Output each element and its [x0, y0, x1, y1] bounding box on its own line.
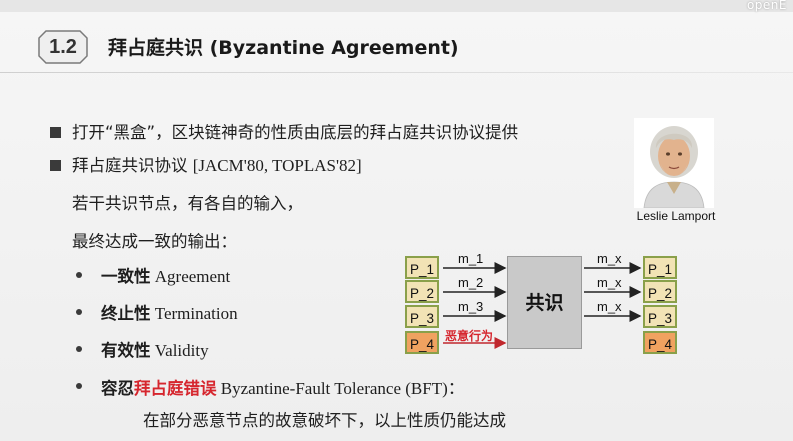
bullet-text-2-cn: 拜占庭共识协议: [72, 156, 193, 175]
bullet-dot: [76, 272, 82, 278]
citation-ref: [JACM'80, TOPLAS'82]: [192, 156, 362, 175]
property-validity-en: Validity: [150, 341, 209, 360]
bullet-square: [50, 127, 61, 138]
bullet-dot: [76, 346, 82, 352]
node-left-p1: P_1: [405, 256, 439, 279]
property-bft-highlight: 拜占庭错误: [134, 379, 217, 398]
bullet-text-2: 拜占庭共识协议 [JACM'80, TOPLAS'82]: [72, 152, 362, 176]
output-label-mx-1: m_x: [597, 251, 622, 266]
desc-line-1: 若干共识节点，有各自的输入，: [72, 194, 303, 213]
property-validity: 有效性 Validity: [101, 337, 209, 361]
output-label-mx-2: m_x: [597, 275, 622, 290]
node-left-p4-faulty: P_4: [405, 331, 439, 354]
property-bft-pre: 容忍: [101, 379, 134, 398]
bullet-square: [50, 160, 61, 171]
node-right-p4-faulty: P_4: [643, 331, 677, 354]
property-bft-en: Byzantine-Fault Tolerance (BFT)：: [216, 379, 465, 398]
node-right-p1: P_1: [643, 256, 677, 279]
property-agreement: 一致性 Agreement: [101, 263, 230, 287]
page-title: 拜占庭共识 (Byzantine Agreement): [108, 37, 459, 59]
input-label-m3: m_3: [458, 299, 484, 314]
bullet-dot: [76, 383, 82, 389]
section-number: 1.2: [49, 36, 77, 58]
bft-explanation: 在部分恶意节点的故意破坏下，以上性质仍能达成: [143, 411, 506, 430]
node-right-p3: P_3: [643, 305, 677, 328]
property-agreement-en: Agreement: [150, 267, 231, 286]
node-left-p3: P_3: [405, 305, 439, 328]
section-badge-octagon: [38, 30, 88, 64]
property-termination-cn: 终止性: [101, 304, 151, 323]
bullet-text-1: 打开“黑盒”，区块链神奇的性质由底层的拜占庭共识协议提供: [72, 123, 519, 142]
property-agreement-cn: 一致性: [101, 267, 151, 286]
property-termination: 终止性 Termination: [101, 300, 238, 324]
input-label-m1: m_1: [458, 251, 484, 266]
consensus-core-box: 共识: [507, 256, 582, 349]
property-bft: 容忍拜占庭错误 Byzantine-Fault Tolerance (BFT)：: [101, 374, 465, 399]
portrait-caption: Leslie Lamport: [636, 209, 716, 223]
header-divider: [0, 72, 793, 73]
bullet-dot: [76, 309, 82, 315]
input-label-m2: m_2: [458, 275, 484, 290]
desc-line-2: 最终达成一致的输出：: [72, 232, 237, 251]
node-left-p2: P_2: [405, 280, 439, 303]
malicious-behavior-label: 恶意行为: [445, 329, 494, 343]
property-validity-cn: 有效性: [101, 341, 151, 360]
property-termination-en: Termination: [150, 304, 238, 323]
lamport-portrait: [634, 118, 714, 208]
top-bar: [0, 0, 793, 12]
node-right-p2: P_2: [643, 280, 677, 303]
output-label-mx-3: m_x: [597, 299, 622, 314]
watermark-logo: openE: [746, 0, 787, 12]
